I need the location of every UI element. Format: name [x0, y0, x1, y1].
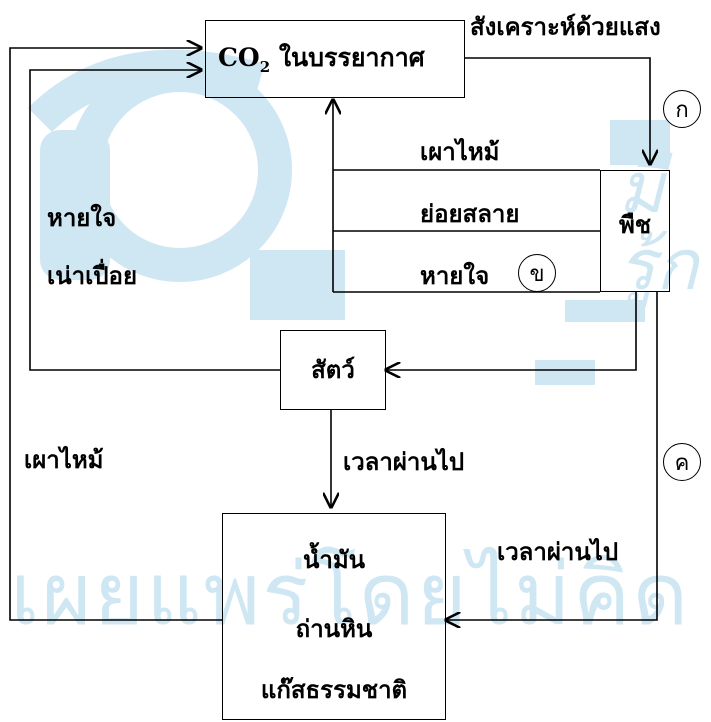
plant-box: [600, 170, 670, 292]
animal-time-passes-label: เวลาผ่านไป: [343, 447, 465, 476]
co2-atmosphere-text: ในบรรยากาศ: [278, 43, 425, 72]
co2-atmosphere-label: CO2 ในบรรยากาศ: [218, 45, 425, 75]
co2-formula: CO: [218, 43, 260, 72]
marker-c-circle: ค: [663, 443, 701, 481]
plant-respiration-label: หายใจ: [420, 261, 490, 290]
rot-label: เน่าเปื่อย: [47, 261, 137, 290]
watermark-side-text: มี รู้ก: [618, 147, 698, 306]
plant-label: พืช: [618, 210, 652, 239]
burning-plant-label: เผาไหม้: [420, 137, 500, 166]
fossil-gas-label: แก๊สธรรมชาติ: [260, 675, 408, 704]
fossil-fuels-box: [222, 513, 446, 720]
marker-b-circle: ข: [518, 254, 556, 292]
watermark-text: เผยแพร่โดยไม่คิด: [10, 545, 691, 645]
decompose-label: ย่อยสลาย: [420, 199, 520, 228]
animal-label: สัตว์: [311, 355, 355, 384]
animal-respiration-label: หายใจ: [47, 203, 117, 232]
plant-time-passes-label: เวลาผ่านไป: [497, 537, 619, 566]
fossil-coal-label: ถ่านหิน: [295, 614, 373, 643]
co2-subscript: 2: [259, 58, 271, 76]
burning-fossil-label: เผาไหม้: [24, 445, 104, 474]
fossil-oil-label: น้ำมัน: [302, 545, 366, 574]
co2-atmosphere-box: [205, 20, 465, 98]
animal-box: [280, 330, 386, 410]
marker-a-circle: ก: [663, 90, 701, 128]
photosynthesis-label: สังเคราะห์ด้วยแสง: [470, 12, 661, 41]
